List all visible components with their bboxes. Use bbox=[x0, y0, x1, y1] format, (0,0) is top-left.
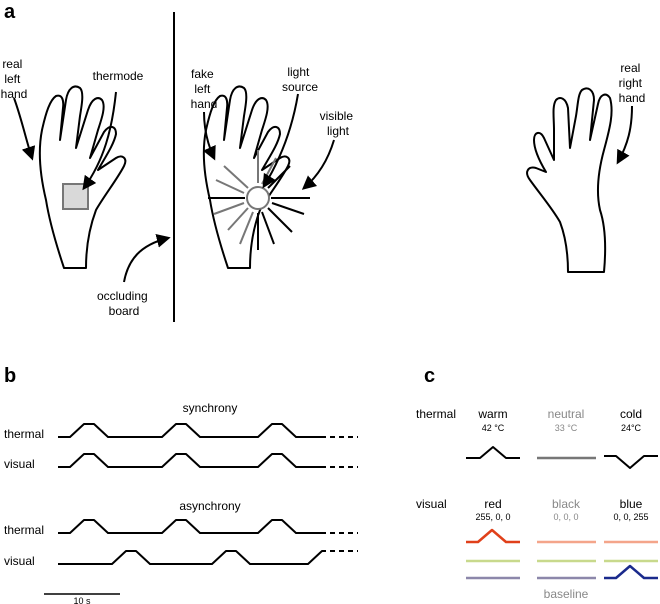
asynchrony-title: asynchrony bbox=[179, 499, 240, 513]
visual-condition-blue: blue 0, 0, 255 bbox=[613, 497, 648, 522]
condition-value: 255, 0, 0 bbox=[475, 512, 510, 522]
fake-left-hand-outline bbox=[202, 85, 291, 269]
blue-channel-trace bbox=[604, 564, 658, 580]
ray bbox=[261, 211, 275, 245]
light-source-circle bbox=[246, 186, 270, 210]
label-light-source: light source bbox=[282, 65, 318, 94]
ray bbox=[213, 202, 245, 215]
label-visible-light: visible light bbox=[320, 109, 357, 138]
red-channel-trace bbox=[466, 528, 520, 544]
thermal-condition-cold: cold 24°C bbox=[620, 407, 642, 433]
thermal-condition-neutral: neutral 33 °C bbox=[548, 407, 585, 433]
ray bbox=[267, 207, 293, 233]
panel-c: c thermal visual warm 42 °C neutral 33 °… bbox=[416, 365, 658, 601]
baseline-label: baseline bbox=[544, 587, 589, 601]
arrow-thermode bbox=[82, 91, 117, 191]
condition-name: blue bbox=[620, 497, 643, 511]
async-thermal-trace bbox=[58, 519, 326, 534]
ray bbox=[271, 202, 305, 215]
panel-a: a bbox=[1, 1, 646, 322]
ray bbox=[215, 179, 245, 194]
label-occluding-board: occluding board bbox=[97, 289, 151, 318]
condition-name: red bbox=[484, 497, 501, 511]
arrow-occluding-board bbox=[123, 233, 171, 283]
async-thermal-label: thermal bbox=[4, 523, 44, 537]
condition-name: black bbox=[552, 497, 581, 511]
ray bbox=[227, 207, 249, 231]
ray bbox=[267, 165, 291, 189]
arrow-real-right-hand bbox=[616, 105, 633, 165]
condition-value: 33 °C bbox=[555, 423, 578, 433]
arrow-fake-left-hand bbox=[202, 111, 216, 161]
condition-name: warm bbox=[477, 407, 507, 421]
c-thermal-label: thermal bbox=[416, 407, 456, 421]
condition-value: 24°C bbox=[621, 423, 642, 433]
scalebar-label: 10 s bbox=[73, 596, 91, 604]
sync-visual-label: visual bbox=[4, 457, 35, 471]
warm-trace bbox=[466, 446, 520, 459]
real-right-hand-outline bbox=[526, 87, 613, 273]
condition-value: 42 °C bbox=[482, 423, 505, 433]
condition-value: 0, 0, 0 bbox=[553, 512, 578, 522]
async-visual-trace bbox=[58, 550, 326, 565]
condition-value: 0, 0, 255 bbox=[613, 512, 648, 522]
ray bbox=[261, 157, 277, 185]
c-visual-label: visual bbox=[416, 497, 447, 511]
label-fake-left-hand: fake left hand bbox=[191, 67, 218, 111]
cold-trace bbox=[604, 455, 658, 469]
label-real-right-hand: real right hand bbox=[619, 61, 646, 105]
visual-condition-red: red 255, 0, 0 bbox=[475, 497, 510, 522]
panel-c-letter: c bbox=[424, 365, 435, 387]
arrow-real-left-hand bbox=[13, 97, 36, 161]
panel-a-letter: a bbox=[4, 1, 16, 23]
panel-b: b synchrony asynchrony thermal visual th… bbox=[4, 365, 358, 604]
async-visual-label: visual bbox=[4, 554, 35, 568]
arrow-visible-light bbox=[301, 139, 335, 190]
synchrony-title: synchrony bbox=[183, 401, 238, 415]
thermal-condition-warm: warm 42 °C bbox=[477, 407, 507, 433]
label-real-left-hand: real left hand bbox=[1, 57, 28, 101]
real-left-hand-outline bbox=[38, 85, 127, 269]
panel-b-letter: b bbox=[4, 365, 16, 387]
sync-thermal-label: thermal bbox=[4, 427, 44, 441]
condition-name: cold bbox=[620, 407, 642, 421]
label-thermode: thermode bbox=[93, 69, 144, 83]
ray bbox=[239, 211, 254, 245]
condition-name: neutral bbox=[548, 407, 585, 421]
ray bbox=[223, 165, 249, 189]
visual-condition-black: black 0, 0, 0 bbox=[552, 497, 581, 522]
sync-thermal-trace bbox=[58, 423, 326, 438]
arrow-light-source bbox=[262, 93, 299, 189]
sync-visual-trace bbox=[58, 453, 326, 468]
